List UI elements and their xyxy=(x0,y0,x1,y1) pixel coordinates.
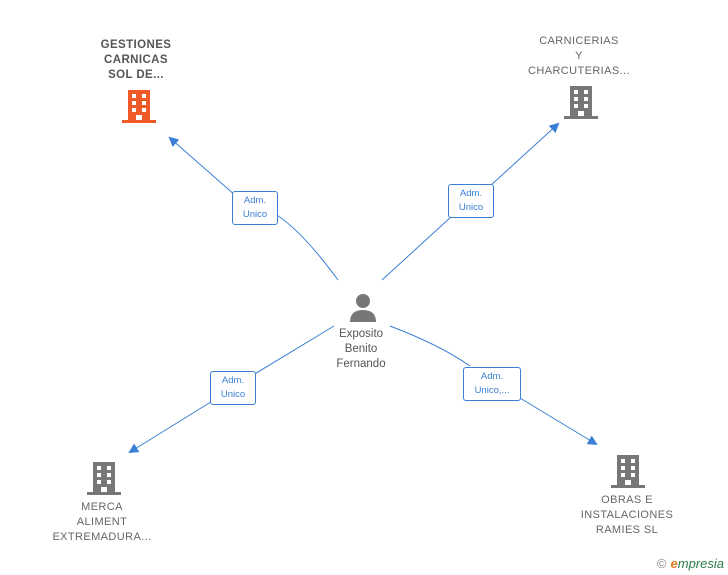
building-icon[interactable] xyxy=(87,460,121,496)
person-icon[interactable] xyxy=(348,292,378,322)
edge-line-c4 xyxy=(389,325,471,367)
edge-line-c4-arrow xyxy=(519,397,598,446)
edge-line-c3-arrow xyxy=(128,399,215,454)
company-label-c3[interactable]: MERCA ALIMENT EXTREMADURA... xyxy=(52,501,152,543)
company-label-c1[interactable]: GESTIONES CARNICAS SOL DE... xyxy=(100,39,172,81)
edge-line-c1 xyxy=(271,211,339,281)
building-icon[interactable] xyxy=(122,88,156,124)
edge-label-c2[interactable]: Adm. Unico xyxy=(448,184,494,218)
company-label-c2[interactable]: CARNICERIAS Y CHARCUTERIAS... xyxy=(528,35,630,77)
building-icon[interactable] xyxy=(564,84,598,120)
edge-line-c3 xyxy=(247,325,335,379)
brand-name: mpresia xyxy=(677,556,724,571)
building-icon[interactable] xyxy=(611,453,645,489)
edge-label-c3[interactable]: Adm. Unico xyxy=(210,371,256,405)
person-name[interactable]: Exposito Benito Fernando xyxy=(336,328,386,370)
edge-line-c2-arrow xyxy=(489,122,560,187)
company-label-c4[interactable]: OBRAS E INSTALACIONES RAMIES SL xyxy=(580,494,674,536)
brand-initial: e xyxy=(670,556,678,571)
edge-label-c4[interactable]: Adm. Unico,... xyxy=(463,367,521,401)
edge-label-c1[interactable]: Adm. Unico xyxy=(232,191,278,225)
edge-line-c2 xyxy=(381,215,453,281)
copyright-icon: © xyxy=(656,556,667,571)
edge-line-c1-arrow xyxy=(168,136,237,197)
brand-logo: © empresia xyxy=(657,556,724,571)
